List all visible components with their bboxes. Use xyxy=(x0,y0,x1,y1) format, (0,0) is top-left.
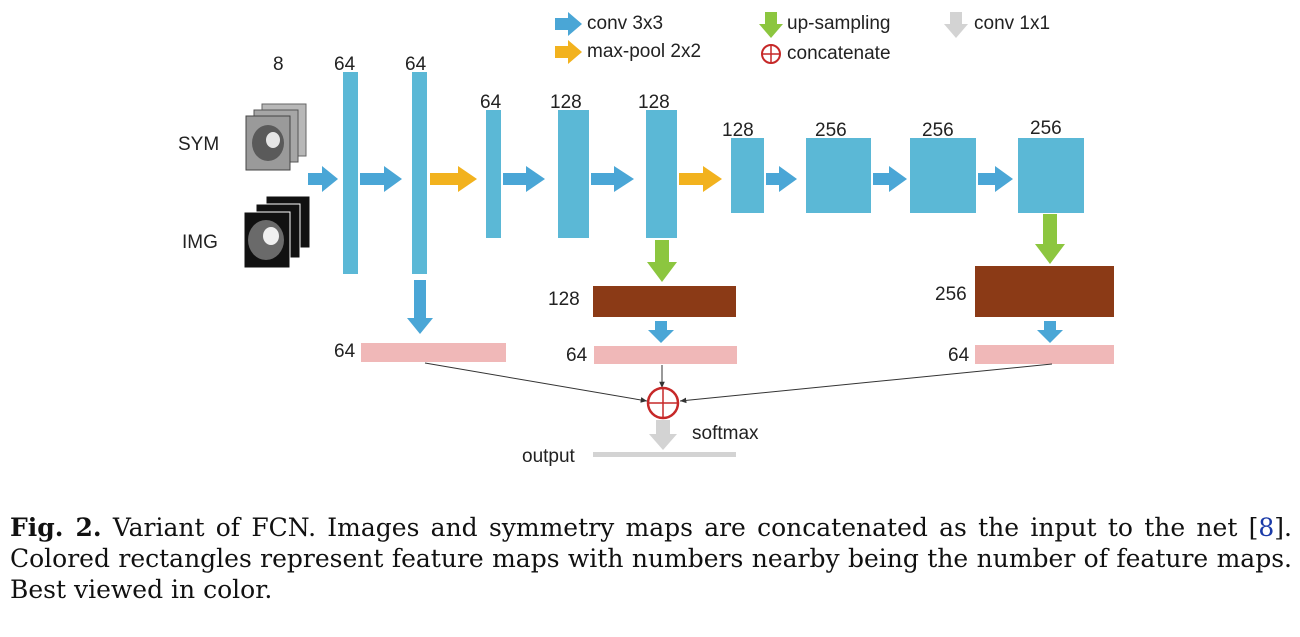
side-map-label-1: 64 xyxy=(334,341,356,362)
img-input-stack-image xyxy=(243,195,311,269)
feature-map-1 xyxy=(343,72,358,274)
conv3x3-arrow xyxy=(1037,321,1063,343)
upsampled-map-label-1: 128 xyxy=(548,289,580,310)
output-label: output xyxy=(522,446,576,467)
main-path: 64 64 64 128 128 128 256 256 256 xyxy=(334,54,1084,274)
caption-text-1: Variant of FCN. Images and symmetry maps… xyxy=(101,513,1259,542)
fm-label-8: 256 xyxy=(922,120,954,141)
feature-map-3 xyxy=(486,110,501,238)
legend-maxpool-arrow-icon xyxy=(555,40,582,64)
feature-map-2 xyxy=(412,72,427,274)
input-channels-label: 8 xyxy=(273,54,284,75)
side-map-1 xyxy=(361,343,506,362)
softmax-label: softmax xyxy=(692,423,759,444)
legend-concatenate-icon xyxy=(761,44,781,64)
figure-label: Fig. 2. xyxy=(10,513,102,542)
legend: conv 3x3 max-pool 2x2 up-sampling concat… xyxy=(555,12,1050,64)
conv3x3-arrow xyxy=(766,166,797,192)
fm-label-3: 64 xyxy=(480,92,502,113)
feature-map-7 xyxy=(806,138,871,213)
maxpool-arrow xyxy=(430,166,477,192)
legend-maxpool-label: max-pool 2x2 xyxy=(587,41,701,62)
img-label: IMG xyxy=(182,232,218,253)
side-map-label-3: 64 xyxy=(948,345,970,366)
legend-upsampling-arrow-icon xyxy=(759,12,783,38)
caption-text-2: ]. Colored rectangles represent feature … xyxy=(10,513,1292,604)
legend-conv3x3-label: conv 3x3 xyxy=(587,13,663,34)
conv3x3-arrow xyxy=(503,166,545,192)
upsampled-map-2 xyxy=(975,266,1114,317)
conv3x3-arrow xyxy=(648,321,674,343)
feature-map-5 xyxy=(646,110,677,238)
fm-label-4: 128 xyxy=(550,92,582,113)
feature-map-9 xyxy=(1018,138,1084,213)
feature-map-8 xyxy=(910,138,976,213)
upsampling-arrow xyxy=(1035,214,1065,264)
sym-label: SYM xyxy=(178,134,219,155)
fm-label-1: 64 xyxy=(334,54,356,75)
legend-conv1x1-arrow-icon xyxy=(944,12,968,38)
conv3x3-arrow xyxy=(978,166,1013,192)
legend-upsampling-label: up-sampling xyxy=(787,13,891,34)
output-map xyxy=(593,452,736,457)
legend-conv1x1-label: conv 1x1 xyxy=(974,13,1050,34)
concat-connectors xyxy=(424,362,1053,404)
conv3x3-arrow xyxy=(360,166,402,192)
side-map-3 xyxy=(975,345,1114,364)
conv3x3-arrow xyxy=(873,166,907,192)
citation-link[interactable]: 8 xyxy=(1258,513,1275,542)
legend-concatenate-label: concatenate xyxy=(787,43,891,64)
side-arrows xyxy=(407,280,1063,343)
conv3x3-arrow xyxy=(407,280,433,334)
upsampled-map-label-2: 256 xyxy=(935,284,967,305)
upsampled-map-1 xyxy=(593,286,736,317)
feature-map-4 xyxy=(558,110,589,238)
side-map-2 xyxy=(594,346,737,364)
legend-conv3x3-arrow-icon xyxy=(555,12,582,36)
fcn-diagram: conv 3x3 max-pool 2x2 up-sampling concat… xyxy=(178,12,1114,467)
conv3x3-arrow xyxy=(591,166,634,192)
fm-label-2: 64 xyxy=(405,54,427,75)
conv1x1-arrow xyxy=(649,420,677,450)
concatenate-icon xyxy=(646,386,680,420)
sym-input-stack-image xyxy=(245,103,307,171)
fm-label-5: 128 xyxy=(638,92,670,113)
fm-label-9: 256 xyxy=(1030,118,1062,139)
fm-label-7: 256 xyxy=(815,120,847,141)
upsampling-branches: 128 256 xyxy=(548,214,1114,317)
upsampling-arrow xyxy=(647,240,677,282)
figure-caption: Fig. 2. Variant of FCN. Images and symme… xyxy=(10,512,1292,605)
conv3x3-arrow xyxy=(308,166,338,192)
maxpool-arrow xyxy=(679,166,722,192)
horizontal-arrows xyxy=(308,166,1013,192)
side-map-label-2: 64 xyxy=(566,345,588,366)
side-outputs: 64 64 64 xyxy=(334,341,1114,366)
fm-label-6: 128 xyxy=(722,120,754,141)
feature-map-6 xyxy=(731,138,764,213)
